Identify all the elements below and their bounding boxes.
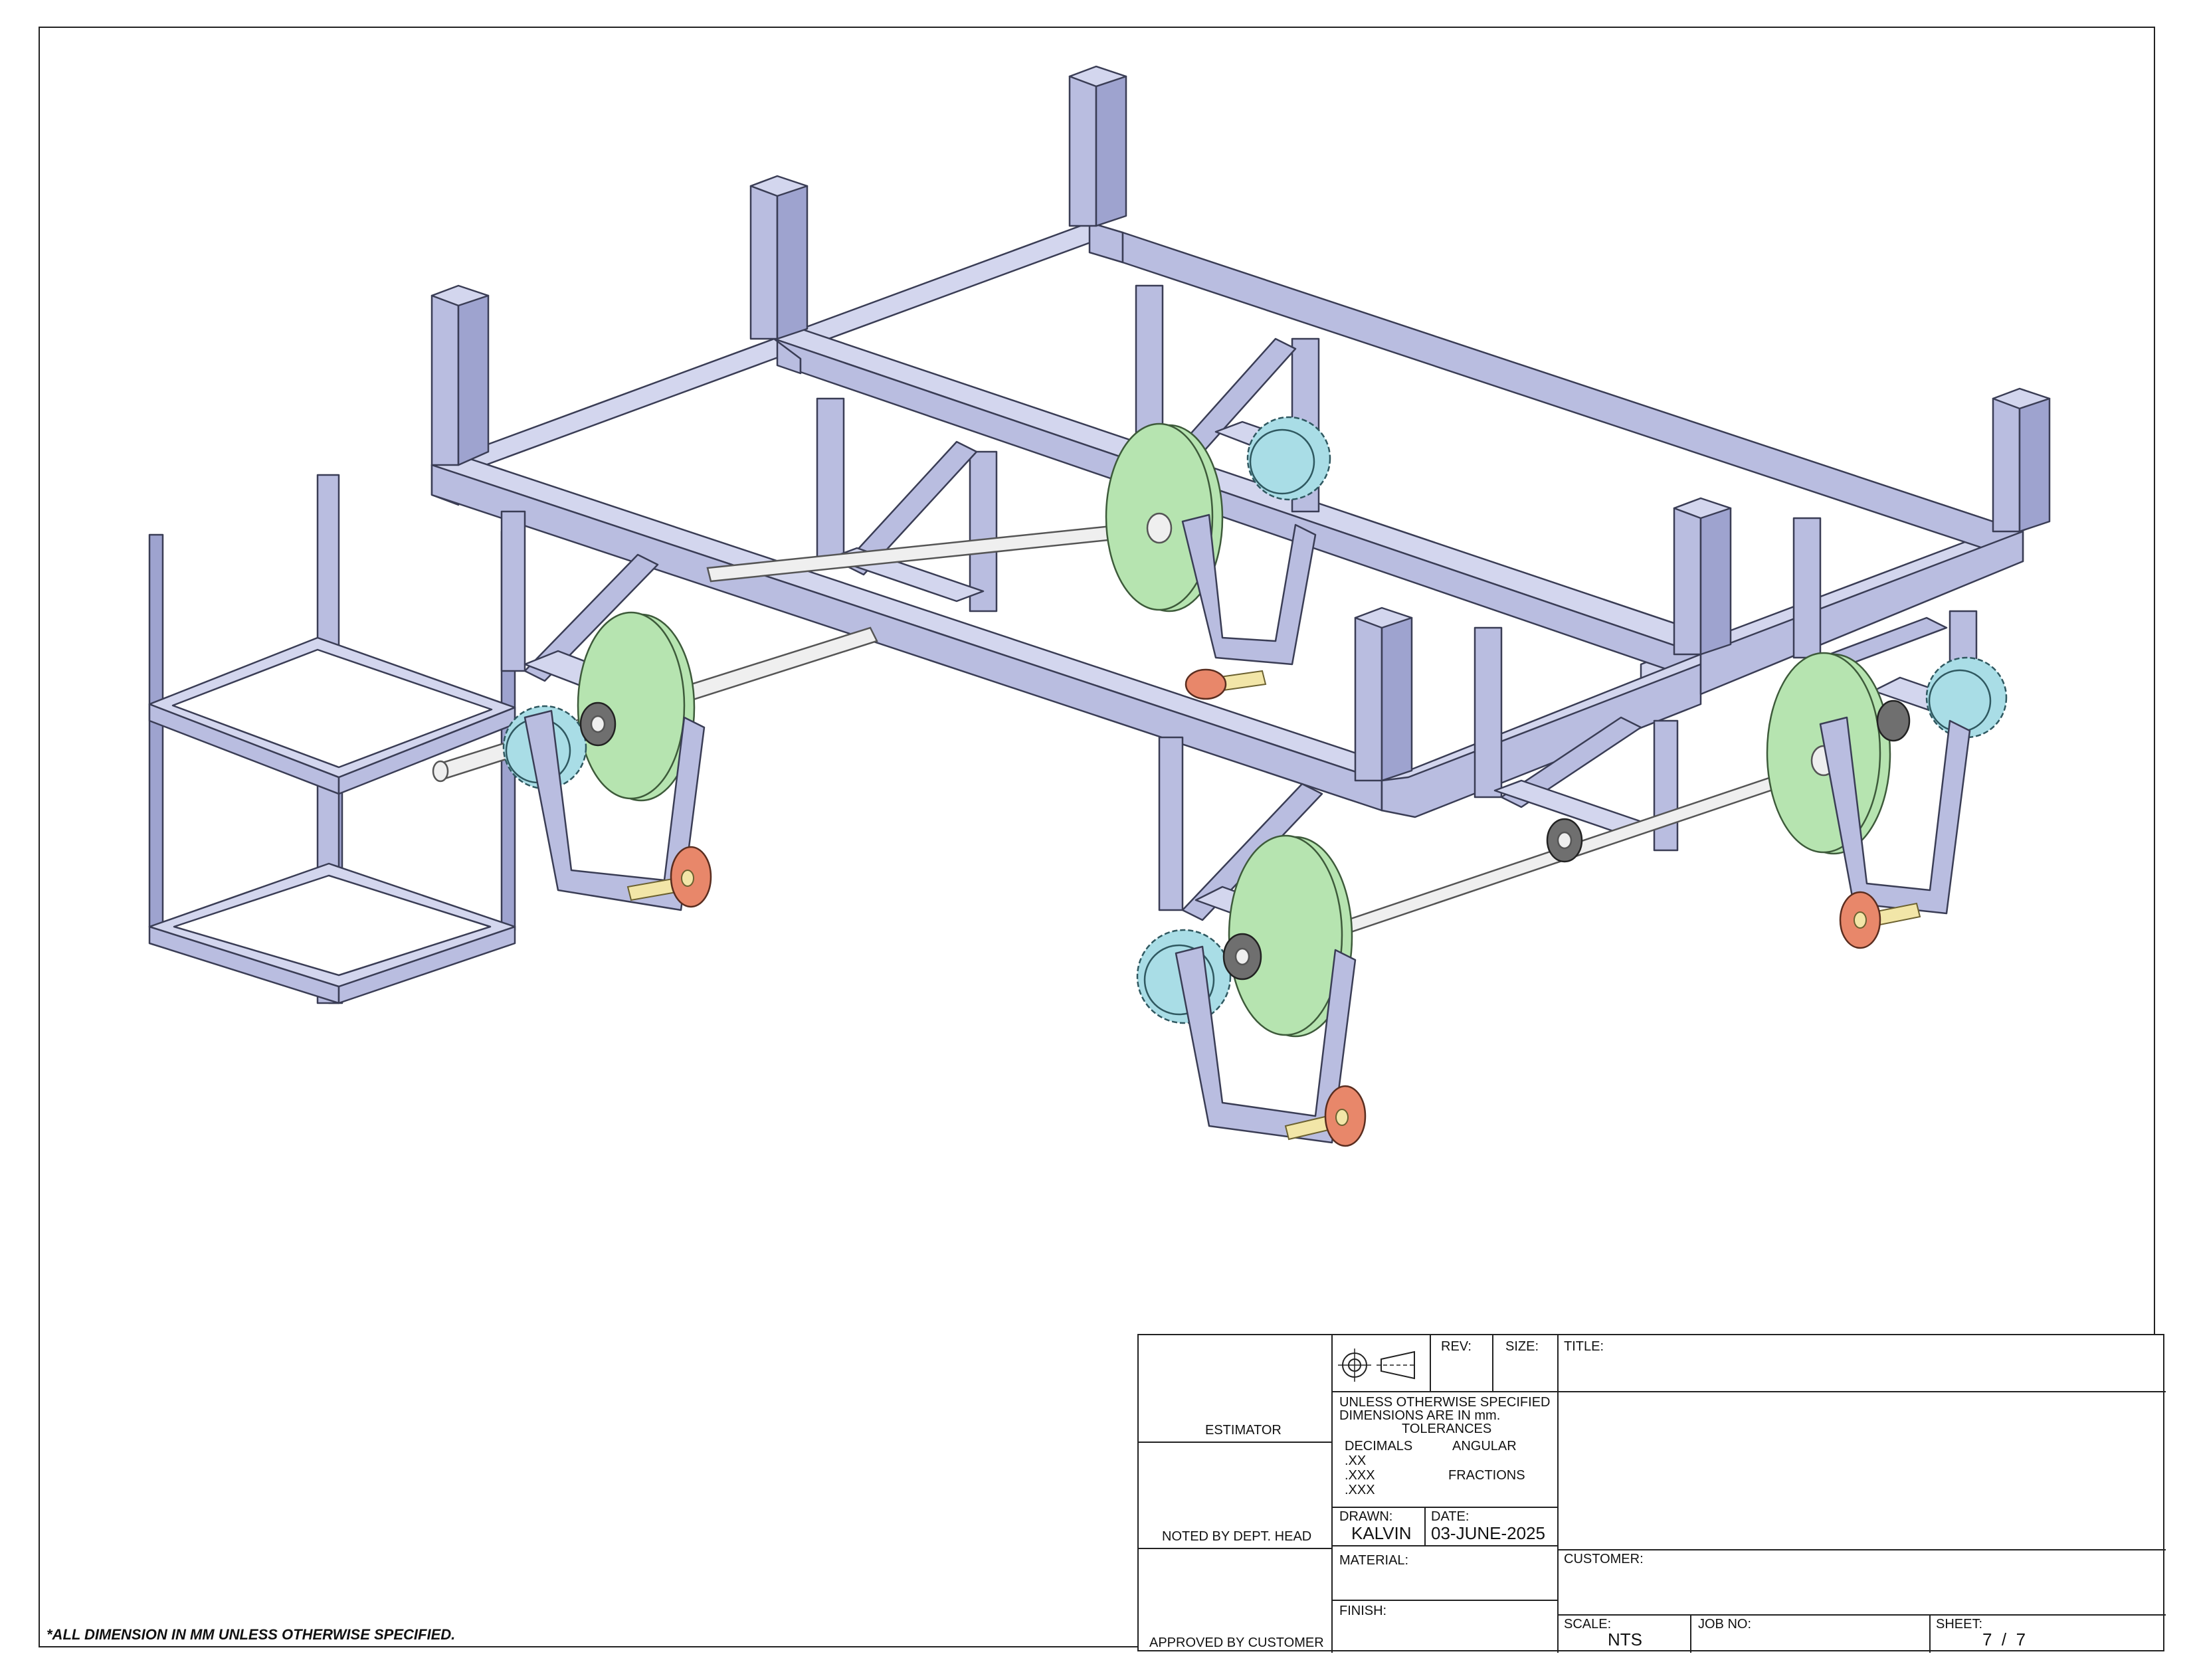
finish-label: FINISH: xyxy=(1339,1604,1387,1618)
rev-label: REV: xyxy=(1441,1339,1472,1354)
material-label: MATERIAL: xyxy=(1339,1553,1409,1568)
decimals-label: DECIMALS xyxy=(1345,1439,1413,1453)
sheet-value: 7 / 7 xyxy=(1982,1630,2026,1649)
noted-by-label: NOTED BY DEPT. HEAD xyxy=(1162,1529,1312,1544)
tolerance-xxx-1: .XXX xyxy=(1345,1468,1375,1483)
title-block: REV: SIZE: TITLE: ESTIMATOR NOTED BY DEP… xyxy=(1137,1334,2166,1653)
drawn-value: KALVIN xyxy=(1351,1523,1412,1543)
tolerance-xx: .XX xyxy=(1345,1453,1367,1468)
tolerances-label: TOLERANCES xyxy=(1402,1422,1492,1436)
size-label: SIZE: xyxy=(1505,1339,1539,1354)
wheel-arms xyxy=(524,513,1971,1144)
sheet-border xyxy=(39,27,2155,1647)
angular-label: ANGULAR xyxy=(1452,1439,1517,1453)
side-cage-frame xyxy=(148,474,516,1004)
tolerance-xxx-2: .XXX xyxy=(1345,1483,1375,1497)
date-value: 03-JUNE-2025 xyxy=(1431,1523,1545,1543)
approved-by-label: APPROVED BY CUSTOMER xyxy=(1149,1635,1324,1650)
scale-value: NTS xyxy=(1608,1630,1642,1649)
customer-label: CUSTOMER: xyxy=(1564,1552,1644,1566)
dimension-note: *ALL DIMENSION IN MM UNLESS OTHERWISE SP… xyxy=(47,1626,456,1643)
caster-wheels xyxy=(626,668,1921,1147)
scale-label: SCALE: xyxy=(1564,1617,1612,1632)
sheet-label: SHEET: xyxy=(1936,1617,1983,1632)
title-label: TITLE: xyxy=(1564,1339,1604,1354)
spec-line-1: UNLESS OTHERWISE SPECIFIED xyxy=(1339,1395,1551,1410)
spec-line-2: DIMENSIONS ARE IN mm. xyxy=(1339,1408,1501,1423)
fractions-label: FRACTIONS xyxy=(1448,1468,1525,1483)
job-no-label: JOB NO: xyxy=(1698,1617,1752,1632)
third-angle-projection-icon xyxy=(1338,1349,1416,1382)
estimator-label: ESTIMATOR xyxy=(1205,1423,1282,1438)
bearings xyxy=(579,700,1911,980)
drawn-label: DRAWN: xyxy=(1339,1509,1393,1524)
date-label: DATE: xyxy=(1431,1509,1470,1524)
